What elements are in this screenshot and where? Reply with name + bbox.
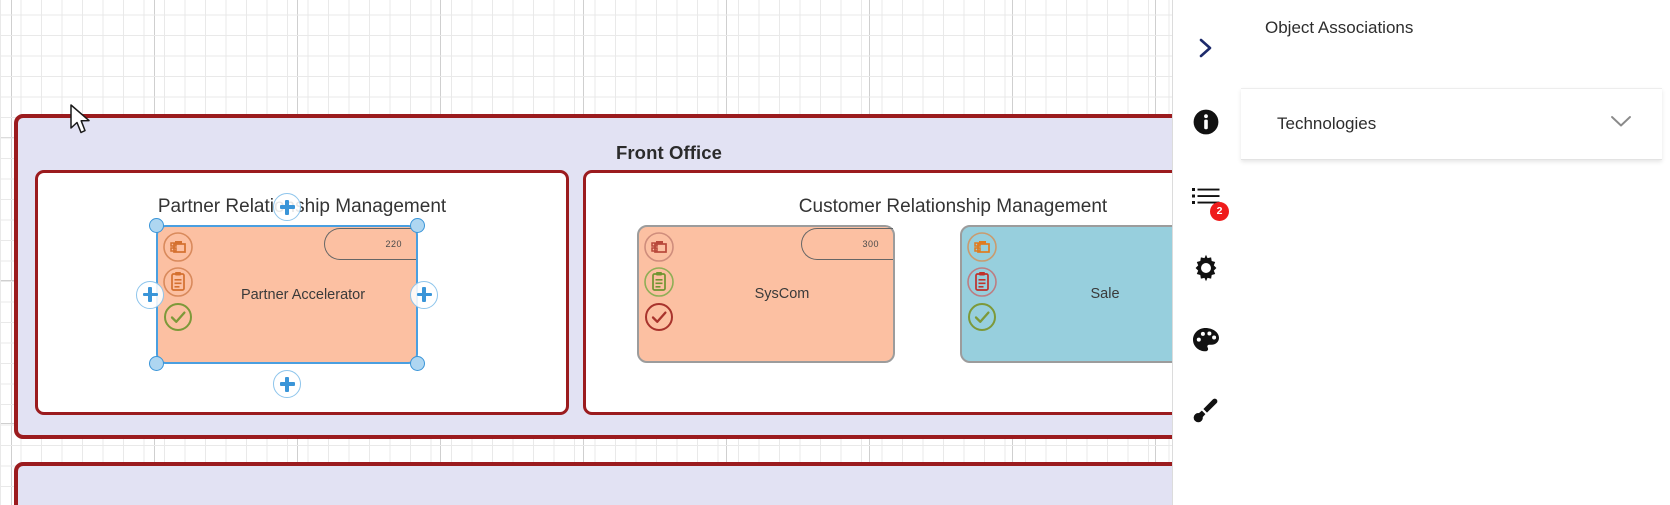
connect-handle-right-icon[interactable]	[410, 280, 438, 309]
capability-title-crm: Customer Relationship Management	[798, 196, 1108, 217]
appearance-button[interactable]	[1184, 320, 1228, 364]
resize-handle-bottom-right[interactable]	[410, 356, 425, 371]
node-badge-value: 300	[862, 239, 879, 249]
node-sales[interactable]: Sale +	[960, 225, 1172, 363]
group-bottom-partial[interactable]	[14, 462, 1172, 505]
gear-icon	[1192, 254, 1220, 287]
requirements-clipboard-icon	[643, 266, 675, 298]
connect-handle-left-icon[interactable]	[136, 280, 164, 309]
node-syscom[interactable]: 300 SysCom	[637, 225, 895, 363]
status-check-icon	[643, 301, 675, 333]
info-icon	[1192, 108, 1220, 141]
paintbrush-icon	[1192, 396, 1220, 429]
status-check-icon	[162, 301, 194, 333]
info-button[interactable]	[1184, 102, 1228, 146]
chevron-down-icon[interactable]	[1610, 115, 1632, 133]
node-icon-column	[643, 231, 675, 333]
connect-handle-bottom-icon[interactable]	[273, 370, 301, 398]
properties-list-button[interactable]: 2	[1184, 176, 1229, 221]
node-label-partner-accelerator: Partner Accelerator	[240, 286, 366, 303]
mouse-cursor-icon	[70, 104, 92, 136]
expand-panel-button[interactable]	[1184, 28, 1228, 72]
application-component-icon	[643, 231, 675, 263]
requirements-clipboard-icon	[966, 266, 998, 298]
panel-section-title: Object Associations	[1265, 18, 1414, 37]
node-label-syscom: SysCom	[754, 286, 810, 302]
node-partner-accelerator[interactable]: 220 Partner Accelerator	[136, 193, 438, 398]
palette-icon	[1192, 327, 1220, 358]
requirements-clipboard-icon	[162, 266, 194, 298]
node-label-sales: Sale	[1090, 286, 1120, 302]
right-side-panel: 2	[1172, 0, 1670, 505]
list-icon	[1191, 184, 1221, 213]
panel-content: Object Associations Technologies	[1239, 0, 1670, 505]
format-painter-button[interactable]	[1184, 390, 1228, 434]
accordion-label: Technologies	[1277, 114, 1377, 133]
status-check-icon	[966, 301, 998, 333]
resize-handle-top-left[interactable]	[149, 218, 164, 233]
node-body	[637, 225, 895, 363]
group-title-front-office: Front Office	[615, 142, 723, 163]
diagram-canvas[interactable]: Front Office Partner Relationship Manage…	[0, 0, 1172, 505]
panel-icon-rail: 2	[1173, 0, 1239, 505]
node-badge-partner-accelerator: 220	[324, 228, 416, 260]
node-badge-syscom: 300	[801, 228, 893, 260]
application-component-icon	[162, 231, 194, 263]
application-component-icon	[966, 231, 998, 263]
node-badge-value: 220	[385, 239, 402, 249]
accordion-technologies[interactable]: Technologies	[1241, 88, 1662, 160]
node-icon-column	[966, 231, 998, 333]
resize-handle-bottom-left[interactable]	[149, 356, 164, 371]
properties-count-badge: 2	[1210, 202, 1229, 221]
capability-title-prm: Partner Relationship Management	[157, 196, 447, 217]
chevron-right-icon	[1198, 37, 1214, 64]
node-icon-column	[162, 231, 194, 333]
resize-handle-top-right[interactable]	[410, 218, 425, 233]
connect-handle-top-icon[interactable]	[273, 193, 301, 221]
settings-button[interactable]	[1184, 248, 1228, 292]
